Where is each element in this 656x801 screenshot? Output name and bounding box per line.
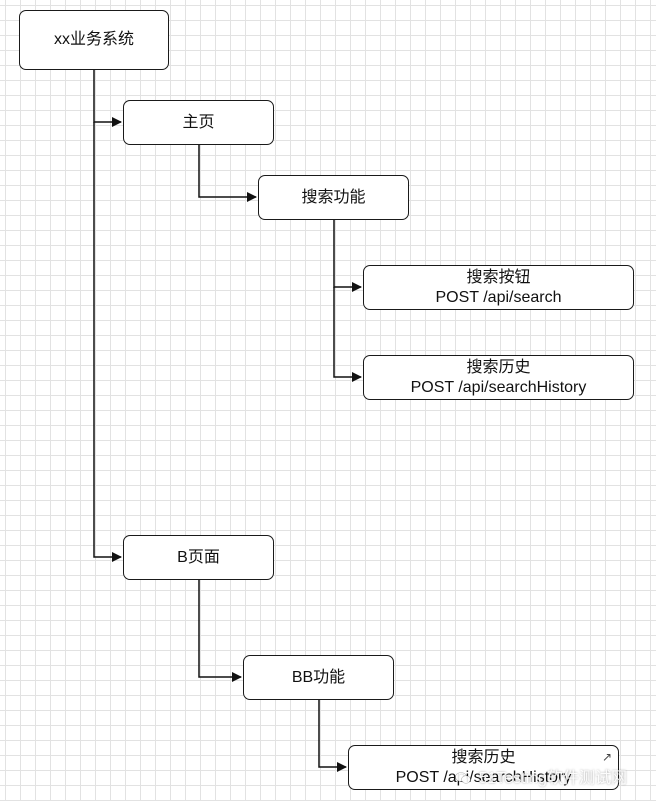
- node-search-history[interactable]: 搜索历史 POST /api/searchHistory: [363, 355, 634, 400]
- connector-search-button: [333, 220, 362, 292]
- cursor-icon: ↗: [602, 750, 613, 764]
- node-root[interactable]: xx业务系统: [19, 10, 169, 70]
- node-b-page-label: B页面: [177, 548, 220, 566]
- node-b-page[interactable]: B页面: [123, 535, 274, 580]
- node-bb-search-history-api: POST /api/searchHistory: [395, 768, 572, 786]
- node-search-feature[interactable]: 搜索功能: [258, 175, 409, 220]
- connector-root-home: [93, 70, 122, 127]
- connector-home-search: [198, 145, 257, 202]
- node-bb-search-history[interactable]: 搜索历史 POST /api/searchHistory: [348, 745, 619, 790]
- node-search-button-label: 搜索按钮: [466, 268, 531, 286]
- node-home[interactable]: 主页: [123, 100, 274, 145]
- node-search-history-api: POST /api/searchHistory: [410, 378, 587, 396]
- node-bb-feature[interactable]: BB功能: [243, 655, 394, 700]
- node-bb-feature-label: BB功能: [291, 668, 346, 686]
- node-search-button[interactable]: 搜索按钮 POST /api/search: [363, 265, 634, 310]
- node-root-label: xx业务系统: [53, 31, 134, 48]
- connector-bb-history: [318, 700, 347, 772]
- wechat-icon: [455, 771, 471, 785]
- node-bb-search-history-label: 搜索历史: [451, 748, 516, 766]
- connector-search-history: [333, 287, 362, 382]
- watermark: 51Testing软件测试网: [455, 764, 627, 788]
- node-home-label: 主页: [182, 113, 215, 131]
- node-search-button-api: POST /api/search: [435, 288, 562, 306]
- connector-bpage-bb: [198, 580, 242, 682]
- node-search-feature-label: 搜索功能: [301, 188, 366, 206]
- watermark-text: 51Testing软件测试网: [478, 770, 627, 787]
- node-search-history-label: 搜索历史: [466, 358, 531, 376]
- connector-root-bpage: [93, 122, 122, 562]
